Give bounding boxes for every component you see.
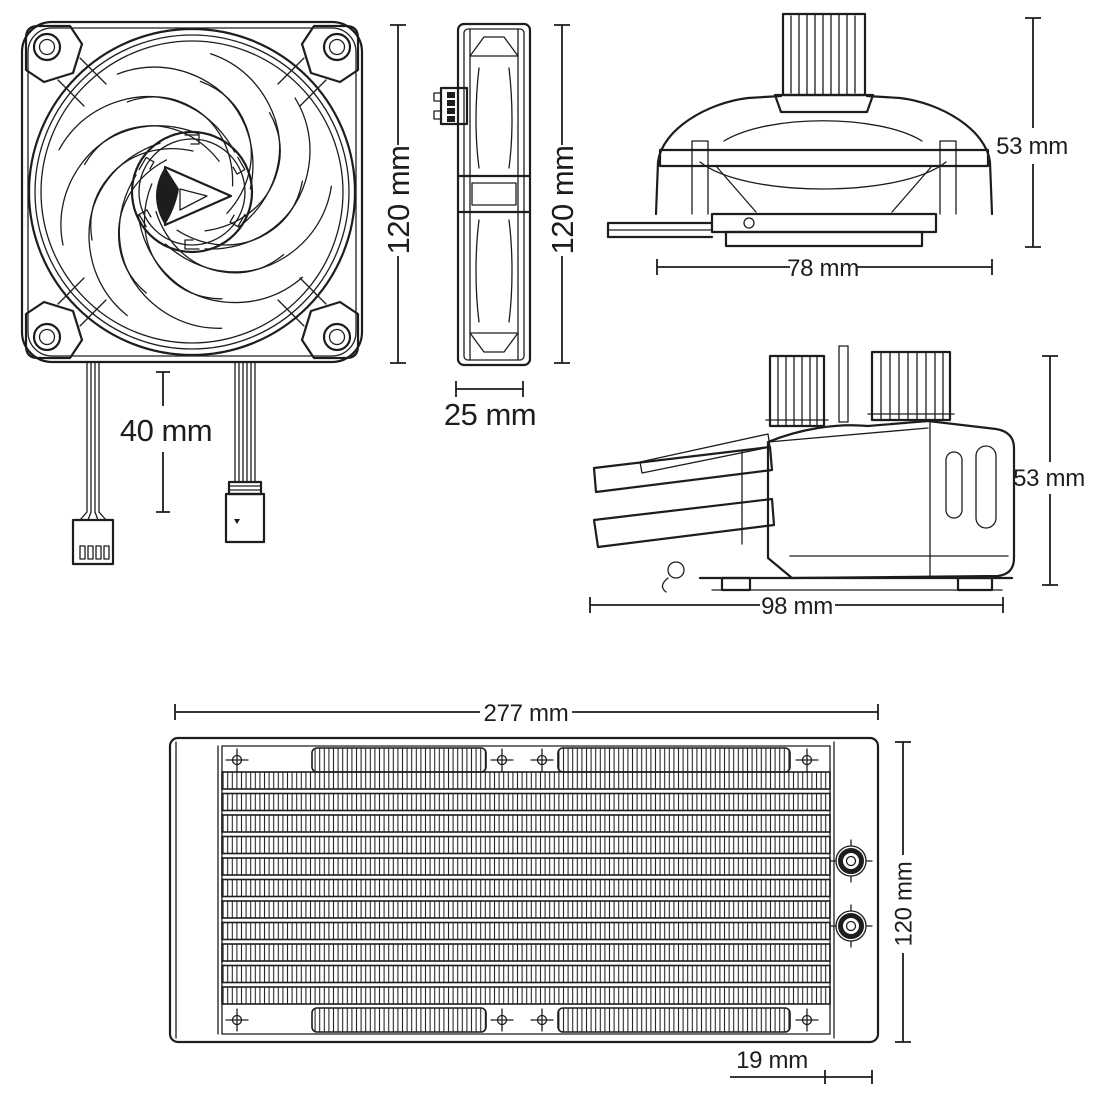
pump-front-width-label: 78 mm [787, 255, 859, 282]
fan-side-height-label: 120 mm [545, 146, 580, 255]
pump-side-width-label: 98 mm [761, 593, 833, 620]
pump-side-base [661, 555, 1014, 593]
fan-depth-dimension: 25 mm [444, 381, 537, 432]
fan-side-connector [433, 86, 469, 126]
fan-front-height-dimension: 120 mm [381, 24, 416, 364]
pump-side-bracket [592, 433, 776, 549]
pump-side-height-label: 53 mm [1013, 465, 1085, 492]
pump-front-height-label: 53 mm [996, 133, 1068, 160]
pump-side-view [592, 345, 1016, 593]
fan-cable-length-dimension: 40 mm [120, 371, 213, 513]
fan-4pin-connector [71, 518, 115, 566]
radiator-end-tank-dimension: 19 mm [730, 1047, 873, 1084]
brand-logo-icon [156, 165, 233, 227]
hose-fitting-left [765, 354, 829, 428]
radiator-length-dimension: 277 mm [174, 700, 879, 727]
radiator-ports [830, 840, 872, 947]
radiator-length-label: 277 mm [484, 700, 569, 727]
fan-side-height-dimension: 120 mm [545, 24, 580, 364]
fan-depth-label: 25 mm [444, 397, 536, 432]
hose-fitting-right [867, 350, 955, 422]
fan-side-view [433, 22, 532, 367]
pump-base [710, 212, 938, 248]
fan-front-view [20, 20, 364, 364]
radiator-height-dimension: 120 mm [890, 741, 917, 1043]
pump-front-view [606, 12, 994, 248]
radiator-view [168, 736, 880, 1044]
fan-front-height-label: 120 mm [381, 146, 416, 255]
radiator-end-tank-label: 19 mm [736, 1047, 808, 1074]
pump-tube [606, 221, 714, 239]
pump-mount-bracket [658, 140, 990, 215]
pump-cap [773, 12, 875, 114]
fan-blades [48, 50, 339, 340]
pump-side-width-dimension: 98 mm [589, 593, 1004, 620]
pump-front-height-dimension: 53 mm [996, 17, 1068, 248]
pump-front-width-dimension: 78 mm [656, 255, 993, 282]
pump-side-height-dimension: 53 mm [1013, 355, 1085, 586]
fan-hub [130, 130, 254, 254]
radiator-height-label: 120 mm [890, 862, 917, 947]
radiator-fins [221, 747, 831, 1033]
fan-cable-length-label: 40 mm [120, 413, 212, 448]
fan-cables [71, 362, 266, 566]
pwm-sharing-connector [224, 480, 266, 544]
